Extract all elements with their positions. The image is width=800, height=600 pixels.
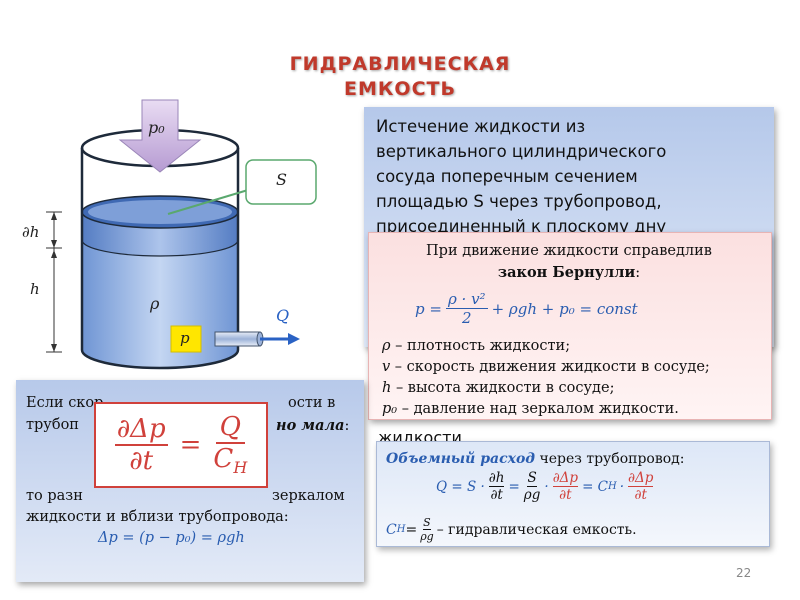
flow-frac-2-den: ρg bbox=[523, 487, 541, 503]
s-callout bbox=[245, 159, 317, 205]
ch-prefix: C bbox=[386, 521, 397, 538]
bernoulli-panel bbox=[368, 232, 772, 420]
ch-frac-num: S bbox=[423, 516, 431, 530]
slide-title: ГИДРАВЛИЧЕСКАЯ ЕМКОСТЬ bbox=[230, 52, 570, 102]
tank-diagram bbox=[46, 99, 317, 370]
flow-eq-q: Q = S · bbox=[436, 478, 485, 495]
definition-item: ρ – плотность жидкости; bbox=[382, 336, 710, 357]
flow-frac-1: ∂h∂t bbox=[488, 470, 505, 503]
page-number: 22 bbox=[736, 566, 752, 580]
p-label-box bbox=[170, 325, 202, 353]
pressure-arrow-icon bbox=[118, 99, 202, 173]
p-label: p bbox=[180, 329, 190, 347]
flow-eq-sub: H bbox=[608, 481, 617, 492]
flow-eq-dot-2: · bbox=[619, 478, 625, 495]
left-line-2-emph: но мала bbox=[276, 417, 345, 434]
formula-num-right: Q bbox=[215, 412, 245, 445]
definition-text: – высота жидкости в сосуде; bbox=[391, 380, 615, 396]
left-line-2-start: трубоп bbox=[26, 417, 79, 433]
formula-num-left: ∂Δp bbox=[114, 414, 168, 446]
rho-label: ρ bbox=[150, 294, 160, 313]
description-line: Истечение жидкости из bbox=[376, 117, 586, 136]
title-line-1: ГИДРАВЛИЧЕСКАЯ bbox=[289, 53, 511, 75]
flow-eq-dot: · bbox=[544, 478, 549, 495]
flow-term-rest: через трубопровод: bbox=[535, 451, 685, 467]
left-line-4: жидкости и вблизи трубопровода: bbox=[26, 509, 289, 525]
capacity-formula: ∂Δp ∂t = Q CH bbox=[96, 404, 266, 486]
flow-frac-4: ∂Δp∂t bbox=[628, 470, 654, 503]
left-line-1-end: ости в bbox=[288, 395, 336, 411]
eq-right: + ρgh + p₀ = const bbox=[491, 299, 638, 318]
formula-den-left: ∂t bbox=[129, 446, 154, 476]
definition-symbol: h bbox=[382, 380, 392, 396]
definition-item: p₀ – давление над зеркалом жидкости. bbox=[382, 399, 710, 420]
flow-frac-3: ∂Δp∂t bbox=[552, 470, 579, 503]
definition-text: – скорость движения жидкости в сосуде; bbox=[390, 359, 710, 375]
ch-eq: = bbox=[405, 521, 418, 538]
left-line-3-end: зеркалом bbox=[272, 488, 345, 504]
flow-panel bbox=[376, 441, 770, 547]
eq-left: p = bbox=[415, 299, 442, 318]
description-line: площадью S через трубопровод, bbox=[376, 192, 662, 211]
formula-den-right-sub: H bbox=[233, 458, 248, 478]
definition-symbol: p₀ bbox=[382, 401, 398, 417]
flow-frac-1-den: ∂t bbox=[490, 487, 503, 503]
title-line-2: ЕМКОСТЬ bbox=[344, 78, 456, 100]
eq-fraction: ρ · v² 2 bbox=[445, 290, 488, 327]
h-label: h bbox=[30, 280, 40, 298]
formula-frac-left: ∂Δp ∂t bbox=[114, 414, 168, 476]
description-line: вертикального цилиндрического bbox=[376, 142, 667, 161]
formula-frac-right: Q CH bbox=[213, 412, 247, 477]
bernoulli-law-name: закон Бернулли bbox=[497, 264, 636, 281]
bernoulli-intro: При движение жидкости справедлив bbox=[426, 243, 712, 259]
outlet-pipe bbox=[214, 331, 261, 347]
bernoulli-definitions: ρ – плотность жидкости; v – скорость дви… bbox=[382, 336, 710, 420]
flow-eq-3: = C bbox=[582, 478, 608, 495]
flow-frac-3-den: ∂t bbox=[559, 487, 572, 503]
q-label: Q bbox=[276, 306, 290, 325]
definition-item: v – скорость движения жидкости в сосуде; bbox=[382, 357, 710, 378]
formula-den-right: CH bbox=[213, 444, 247, 477]
bernoulli-equation: p = ρ · v² 2 + ρgh + p₀ = const bbox=[415, 290, 638, 327]
description-text: Истечение жидкости из вертикального цили… bbox=[376, 114, 766, 239]
dh-label: ∂h bbox=[22, 223, 40, 241]
flow-frac-3-num: ∂Δp bbox=[552, 470, 579, 487]
definition-item: h – высота жидкости в сосуде; bbox=[382, 378, 710, 399]
flow-heading: Объемный расход через трубопровод: bbox=[386, 451, 685, 467]
left-line-2-colon: : bbox=[344, 418, 350, 434]
eq-frac-den: 2 bbox=[461, 309, 472, 327]
ch-frac-den: ρg bbox=[420, 530, 434, 543]
s-label: S bbox=[276, 170, 287, 189]
left-line-1-start: Если скор bbox=[26, 395, 104, 411]
bernoulli-law-colon: : bbox=[635, 265, 641, 281]
left-line-3-start: то разн bbox=[26, 488, 83, 504]
ch-text: – гидравлическая емкость. bbox=[436, 521, 637, 538]
flow-frac-2-num: S bbox=[527, 470, 537, 487]
flow-frac-1-num: ∂h bbox=[488, 470, 505, 487]
left-line-2-end: но мала: bbox=[276, 417, 349, 434]
definition-text: – плотность жидкости; bbox=[390, 338, 571, 354]
formula-den-right-base: C bbox=[213, 444, 234, 475]
definition-symbol: ρ bbox=[382, 338, 391, 354]
p0-label: p₀ bbox=[148, 118, 165, 137]
eq-frac-num: ρ · v² bbox=[445, 290, 488, 309]
definition-text: – давление над зеркалом жидкости. bbox=[397, 401, 679, 417]
formula-eq: = bbox=[179, 430, 202, 460]
definition-symbol: v bbox=[382, 359, 391, 375]
flow-frac-4-num: ∂Δp bbox=[628, 470, 654, 487]
description-line: присоединенный к плоскому дну bbox=[376, 217, 667, 236]
description-overflow: жидкости bbox=[378, 428, 462, 441]
flow-eq-2: = bbox=[508, 478, 520, 495]
flow-term: Объемный расход bbox=[386, 451, 536, 467]
ch-sub: H bbox=[396, 524, 406, 535]
flow-frac-4-den: ∂t bbox=[634, 487, 647, 503]
pressure-difference-equation: Δp = (p − p₀) = ρgh bbox=[98, 530, 245, 546]
description-line: сосуда поперечным сечением bbox=[376, 167, 638, 186]
bernoulli-law-title: закон Бернулли: bbox=[368, 264, 770, 281]
flow-arrow-icon bbox=[288, 333, 300, 345]
